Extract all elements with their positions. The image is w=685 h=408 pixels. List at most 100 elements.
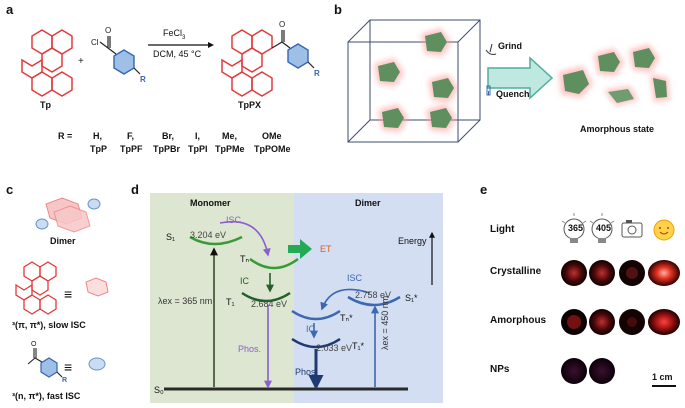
- t1-star-curve: [291, 337, 341, 349]
- crystalline-365-photo: [561, 260, 587, 286]
- t1-star-label: T₁*: [352, 341, 365, 351]
- pi-molecule: [15, 261, 57, 315]
- panel-label-a: a: [6, 2, 14, 17]
- tppx-name: TpPX: [238, 100, 262, 110]
- camera-flash-icon: [621, 220, 643, 238]
- scale-bar-label: 1 cm: [652, 372, 673, 382]
- s1-star-energy: 2.758 eV: [355, 290, 392, 300]
- reagent-label: FeCl3: [163, 28, 186, 41]
- product-r-group: R: [314, 69, 320, 78]
- s1-star-curve: [347, 295, 401, 307]
- phos-label: Phos.: [238, 344, 262, 354]
- process-arrow: [487, 56, 554, 100]
- ic-label: IC: [240, 276, 249, 286]
- grind-label: Grind: [498, 41, 522, 51]
- s1-energy: 3.204 eV: [190, 230, 227, 240]
- row-label-nps: NPs: [490, 364, 510, 375]
- s1-curve: [189, 235, 243, 246]
- reaction-scheme: Cl O R + O R: [21, 20, 320, 97]
- sun-icon: [653, 219, 675, 241]
- nps-365-photo: [561, 358, 587, 384]
- et-label: ET: [320, 244, 332, 254]
- crystalline-sun-photo: [648, 260, 680, 286]
- n-o-atom: O: [31, 341, 37, 348]
- n-r-group: R: [62, 377, 68, 384]
- grind-icon: [485, 43, 497, 55]
- tn-star-label: Tₙ*: [340, 313, 353, 323]
- pi-state-label: ³(π, π*), slow ISC: [12, 320, 86, 330]
- equiv-symbol-pi: ≡: [64, 286, 73, 302]
- dimer-region: [294, 193, 443, 403]
- substituent-r-3: I,: [195, 131, 201, 141]
- dimer-caption: Dimer: [50, 236, 76, 246]
- r-group-label: R: [140, 75, 146, 84]
- ic-dimer-label: IC: [306, 324, 315, 334]
- benzoyl-chloride-molecule: [99, 36, 141, 75]
- tn-curve: [249, 257, 299, 270]
- et-arrow: [288, 239, 312, 259]
- amorphous-particles: [559, 44, 670, 106]
- panel-label-b: b: [334, 2, 342, 17]
- phos-dimer-label: Phos.: [295, 367, 319, 377]
- n-molecule: [27, 348, 63, 378]
- crystal-to-amorphous-diagram: [347, 19, 670, 143]
- nps-405-photo: [589, 358, 615, 384]
- bulb-405-icon: [589, 213, 615, 243]
- amorphous-state-label: Amorphous state: [580, 124, 655, 134]
- tn-star-curve: [291, 309, 341, 321]
- t1-curve: [241, 291, 291, 303]
- panel-label-d: d: [131, 182, 139, 197]
- cl-atom-label: Cl: [91, 38, 99, 47]
- crystal-grains: [374, 28, 458, 132]
- isc-label: ISC: [226, 215, 242, 225]
- n-state-label: ³(n, π*), fast ISC: [12, 391, 81, 401]
- s1-label: S₁: [166, 232, 176, 242]
- monomer-region: [150, 193, 294, 403]
- substituent-r-4: Me,: [222, 131, 238, 141]
- row-label-amorphous: Amorphous: [490, 315, 547, 326]
- s0-label: S₀: [154, 385, 164, 395]
- r-prefix: R =: [58, 131, 73, 141]
- tp-molecule: [21, 29, 73, 97]
- energy-level-diagram: [164, 221, 435, 391]
- t1-label: T₁: [226, 297, 235, 307]
- t1-star-energy: 2.033 eV: [316, 343, 353, 353]
- lambda-dimer: λex = 450 nm: [380, 295, 390, 350]
- substituent-name-0: TpP: [90, 144, 107, 154]
- substituent-r-1: F,: [127, 131, 135, 141]
- dimer-drawing: [35, 197, 101, 233]
- amorphous-405-photo: [589, 309, 615, 335]
- tp-name: Tp: [40, 100, 51, 110]
- energy-label: Energy: [398, 236, 427, 246]
- bulb-365-label: 365: [568, 223, 584, 233]
- substituent-name-5: TpPOMe: [254, 144, 291, 154]
- dimer-isc-arrow: [320, 288, 371, 311]
- row-label-light: Light: [490, 224, 515, 235]
- substituent-name-4: TpPMe: [215, 144, 245, 154]
- dimer-title: Dimer: [355, 198, 381, 208]
- conditions-label: DCM, 45 °C: [153, 49, 202, 59]
- crystalline-405-photo: [589, 260, 615, 286]
- amorphous-sun-photo: [648, 309, 680, 335]
- substituent-r-2: Br,: [162, 131, 175, 141]
- substituent-name-3: TpPI: [188, 144, 208, 154]
- tn-label: Tₙ: [240, 254, 250, 264]
- bulb-405-label: 405: [596, 223, 612, 233]
- s1-star-label: S₁*: [405, 293, 418, 303]
- dimer-scheme: [15, 197, 109, 378]
- substituent-name-1: TpPF: [120, 144, 143, 154]
- substituent-name-2: TpPBr: [153, 144, 180, 154]
- plus-sign: +: [78, 56, 84, 67]
- lambda-monomer: λex = 365 nm: [158, 296, 213, 306]
- bulb-365-icon: [561, 213, 587, 243]
- n-ellipse-icon: [88, 357, 106, 371]
- panel-label-e: e: [480, 182, 488, 197]
- quench-icon: [486, 85, 491, 96]
- panel-label-c: c: [6, 182, 14, 197]
- substituent-r-0: H,: [93, 131, 102, 141]
- monomer-isc-arrow: [219, 221, 271, 257]
- quench-label: Quench: [496, 89, 530, 99]
- row-label-crystalline: Crystalline: [490, 266, 542, 277]
- monomer-title: Monomer: [190, 198, 231, 208]
- tppx-molecule: [221, 29, 273, 97]
